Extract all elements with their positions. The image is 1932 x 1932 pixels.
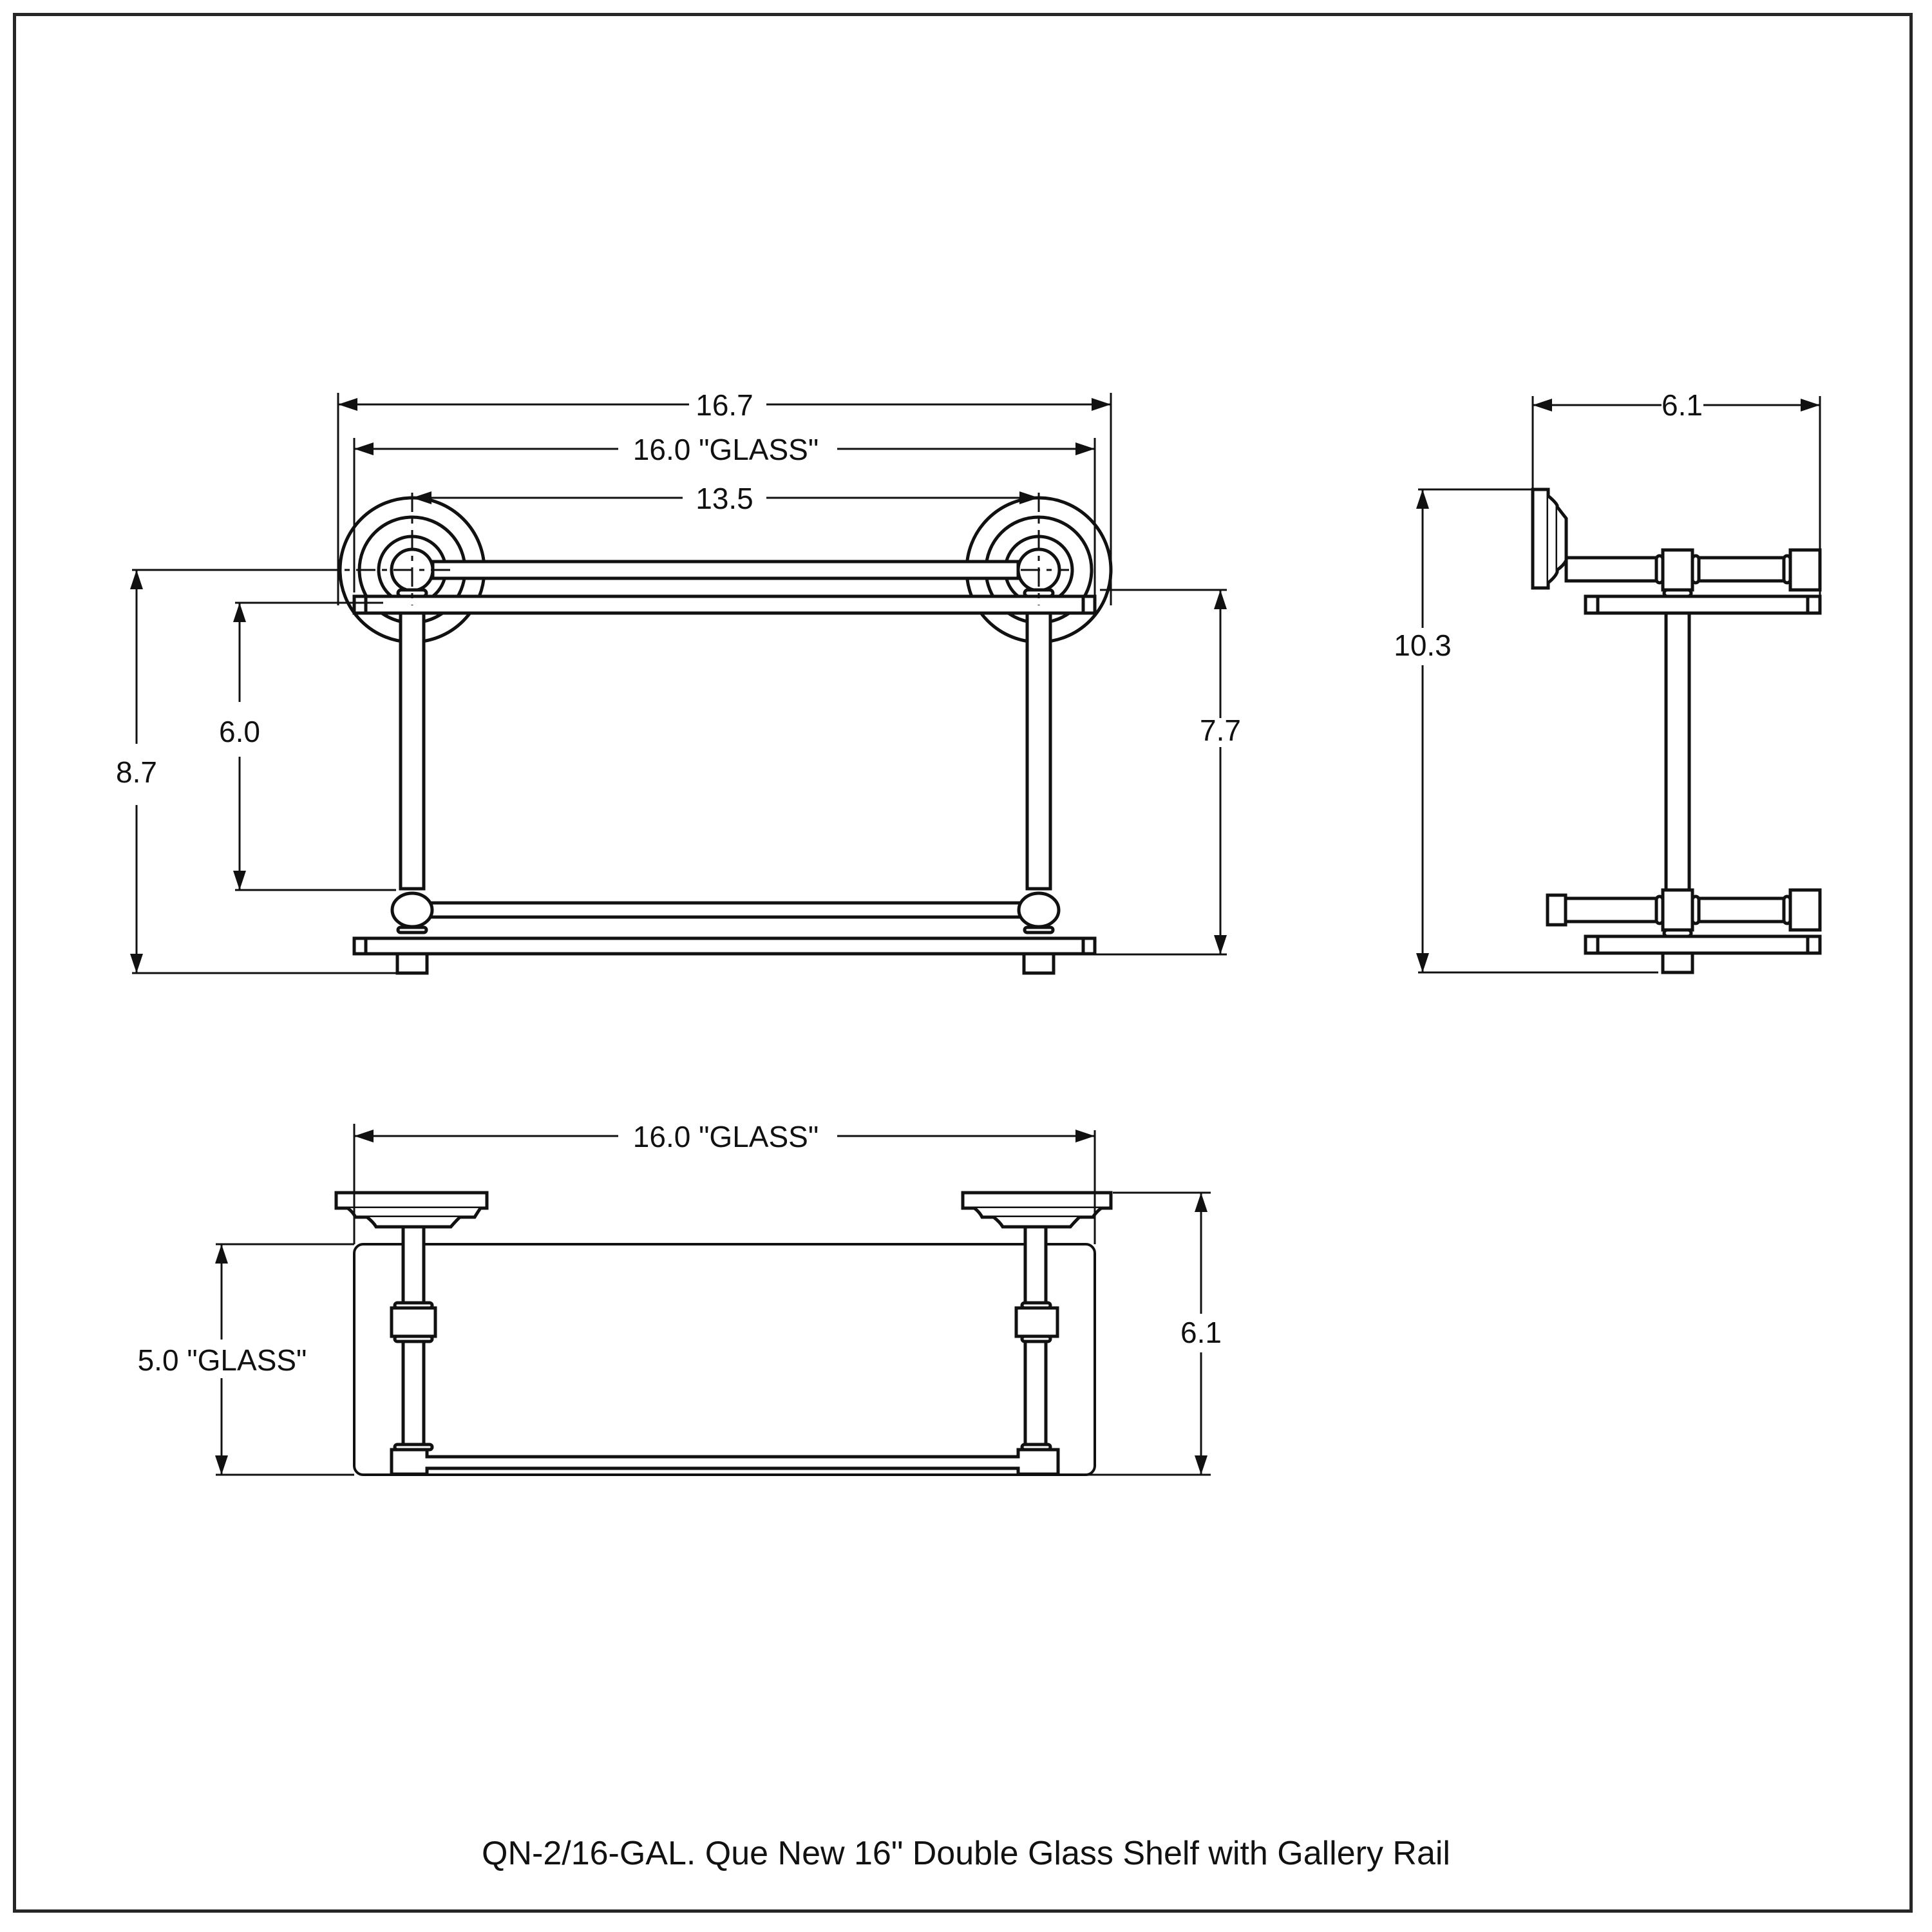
right-post <box>1025 611 1052 891</box>
bottom-glass-shelf <box>352 936 1097 956</box>
glass-outline <box>353 1243 1096 1476</box>
gallery-rail <box>431 560 1020 580</box>
top-view <box>334 1191 1113 1476</box>
drawing-title: QN-2/16-GAL. Que New 16" Double Glass Sh… <box>482 1835 1450 1872</box>
dim-top-projection: 6.1 <box>1180 1316 1222 1349</box>
dim-shelf-spacing: 6.0 <box>219 715 260 748</box>
side-view <box>1531 488 1822 974</box>
front-view <box>338 496 1113 975</box>
dim-bracket-centers: 13.5 <box>696 482 753 515</box>
dim-overall-height: 8.7 <box>116 755 157 789</box>
drawing-frame <box>13 13 1913 1913</box>
left-post <box>399 611 426 891</box>
dim-top-glass-width: 16.0 "GLASS" <box>633 1120 819 1153</box>
dim-overall-width: 16.7 <box>696 388 753 422</box>
wall-plate <box>1531 488 1550 590</box>
top-glass-shelf <box>352 594 1097 615</box>
lower-rail <box>423 901 1028 919</box>
dim-side-height: 10.3 <box>1394 629 1452 662</box>
dim-glass-to-glass: 7.7 <box>1200 714 1241 747</box>
dim-side-projection: 6.1 <box>1662 388 1703 422</box>
dim-glass-width: 16.0 "GLASS" <box>633 433 819 466</box>
dim-glass-depth: 5.0 "GLASS" <box>138 1343 307 1377</box>
